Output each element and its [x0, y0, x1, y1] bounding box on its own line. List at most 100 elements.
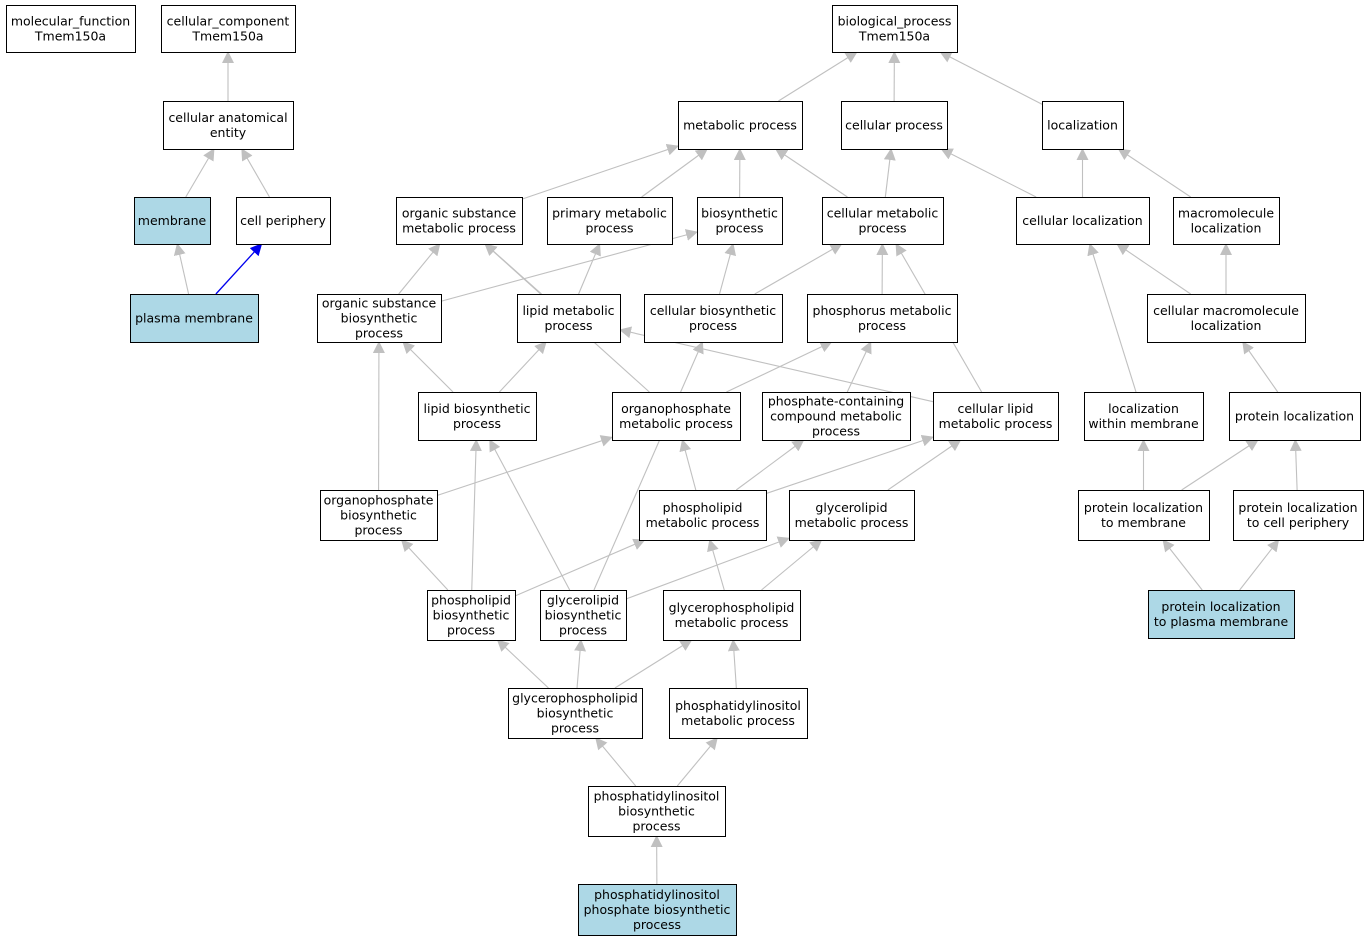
- node-box-opmp: [612, 392, 741, 441]
- node-pm[interactable]: plasma membrane: [130, 294, 259, 343]
- node-box-metab: [678, 101, 803, 150]
- node-celloc[interactable]: cellular localization: [1016, 197, 1150, 245]
- node-ploc[interactable]: protein localization: [1229, 392, 1361, 441]
- node-label-phlmp-1: metabolic process: [646, 515, 760, 530]
- node-label-celloc-0: cellular localization: [1022, 213, 1142, 228]
- node-label-pltcp-1: to cell periphery: [1247, 515, 1350, 530]
- node-label-pimp-1: metabolic process: [681, 713, 795, 728]
- node-box-lmp: [517, 294, 621, 343]
- node-label-cbp-0: cellular biosynthetic: [650, 303, 776, 318]
- node-label-pibp-2: process: [632, 819, 680, 834]
- edge-cml-to-celloc: [1116, 243, 1191, 295]
- node-box-glbp: [540, 590, 627, 641]
- node-label-gplbp-2: process: [551, 721, 599, 736]
- node-label-lwm-1: within membrane: [1088, 416, 1199, 431]
- node-label-cmp-0: cellular metabolic: [827, 206, 939, 221]
- node-cellproc[interactable]: cellular process: [841, 101, 948, 150]
- node-label-cml-0: cellular macromolecule: [1153, 303, 1299, 318]
- edge-phlmp-to-clmp: [765, 434, 934, 495]
- node-label-pltm-0: protein localization: [1084, 500, 1203, 515]
- edge-ploc-to-cml: [1242, 341, 1279, 393]
- edge-gplbp-to-gplmp: [614, 639, 693, 689]
- node-metab[interactable]: metabolic process: [678, 101, 803, 150]
- node-box-cc: [161, 5, 296, 53]
- node-box-pm: [130, 294, 259, 343]
- edge-lwm-to-celloc: [1087, 243, 1137, 393]
- node-box-pltpm: [1148, 590, 1295, 639]
- node-label-pm-0: plasma membrane: [135, 311, 253, 326]
- edge-glmp-to-clmp: [887, 439, 962, 491]
- edge-phlbp-to-opbp: [400, 539, 449, 591]
- node-box-cmp: [822, 197, 944, 245]
- node-box-bios: [697, 197, 783, 245]
- node-label-phlbp-2: process: [447, 623, 495, 638]
- node-label-bios-1: process: [715, 221, 763, 236]
- node-label-macloc-1: localization: [1191, 221, 1262, 236]
- node-label-opmp-1: metabolic process: [619, 416, 733, 431]
- edge-phlbp-to-lbp: [469, 439, 482, 591]
- node-box-pibp: [588, 786, 726, 837]
- edge-glbp-to-cbp: [593, 341, 704, 591]
- edge-cmp-to-metab: [774, 148, 848, 198]
- node-local[interactable]: localization: [1042, 101, 1124, 150]
- edge-glbp-to-glmp: [625, 536, 790, 600]
- node-label-macloc-0: macromolecule: [1178, 206, 1274, 221]
- edge-gplmp-to-glmp: [761, 539, 823, 591]
- edge-pibp-to-gplbp: [595, 737, 637, 787]
- edge-pccmp-to-phmp: [846, 341, 872, 393]
- edge-lbp-to-osbp: [402, 341, 454, 393]
- edge-phlmp-to-opmp: [679, 439, 697, 491]
- node-label-lmp-1: process: [544, 318, 592, 333]
- node-cellper[interactable]: cell periphery: [236, 197, 331, 245]
- node-label-gplmp-1: metabolic process: [675, 615, 789, 630]
- node-membrane[interactable]: membrane: [134, 197, 211, 245]
- node-label-bp-0: biological_process: [838, 14, 952, 29]
- node-box-pccmp: [762, 392, 911, 441]
- node-label-pimp-0: phosphatidylinositol: [675, 698, 801, 713]
- node-label-cellproc-0: cellular process: [845, 118, 943, 133]
- node-label-metab-0: metabolic process: [683, 118, 797, 133]
- node-label-osmp-1: metabolic process: [402, 221, 516, 236]
- node-label-cc-0: cellular_component: [167, 14, 290, 29]
- node-label-cae-0: cellular anatomical: [168, 110, 287, 125]
- node-label-opmp-0: organophosphate: [621, 401, 731, 416]
- node-label-pltpm-1: to plasma membrane: [1154, 614, 1289, 629]
- edge-pm-to-membrane: [173, 243, 190, 295]
- node-label-phmp-1: process: [858, 318, 906, 333]
- node-box-bp: [832, 5, 958, 53]
- node-label-glmp-1: metabolic process: [795, 515, 909, 530]
- node-label-pipbp-2: process: [633, 917, 681, 932]
